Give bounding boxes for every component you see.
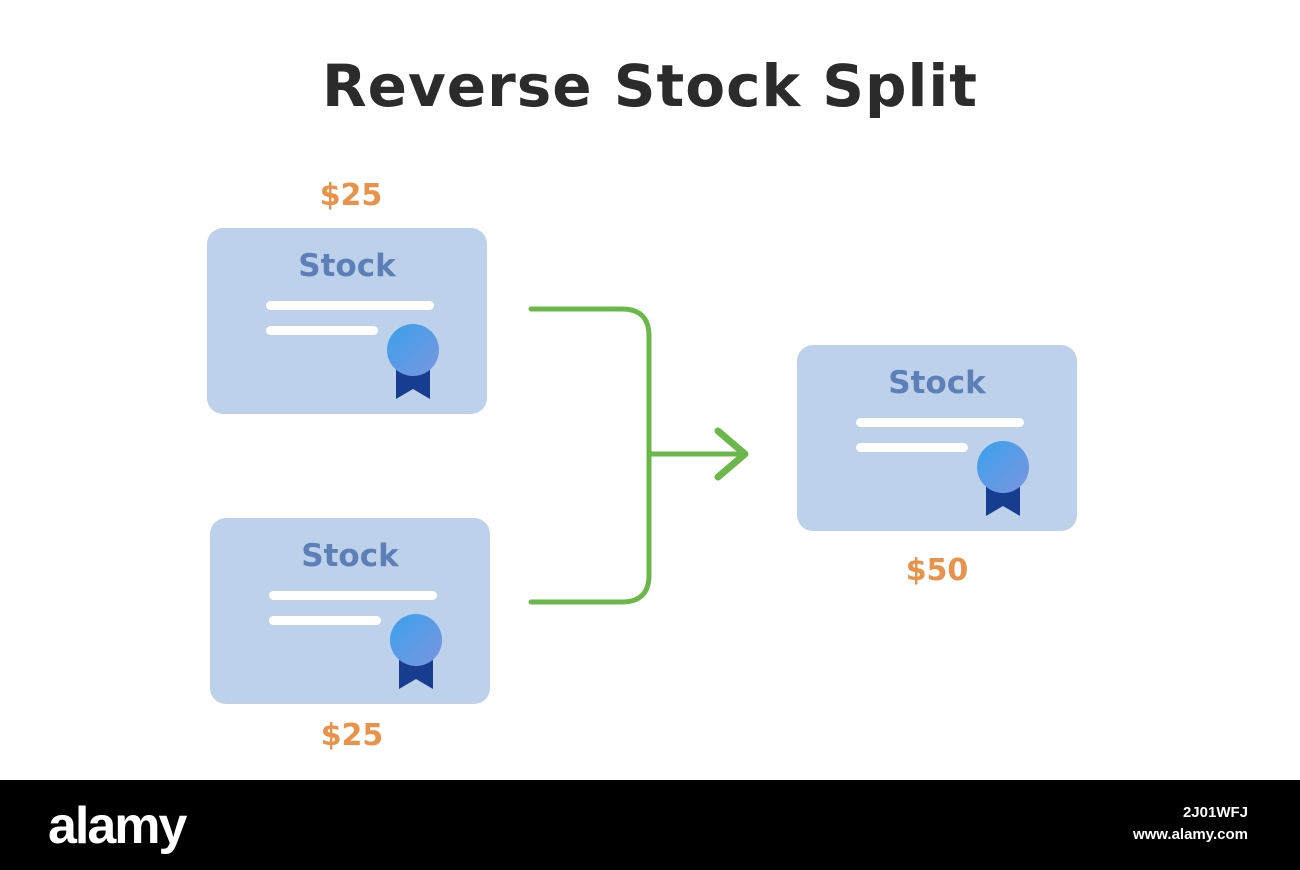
- ribbon-icon: [986, 484, 1020, 516]
- seal-icon: [977, 441, 1029, 516]
- certificate-line: [856, 418, 1024, 427]
- certificate-line: [856, 443, 968, 452]
- seal-icon: [387, 324, 439, 399]
- image-id-block: 2J01WFJ www.alamy.com: [1133, 802, 1248, 846]
- stock-certificate-output: Stock: [797, 345, 1077, 531]
- input-price-1: $25: [319, 178, 383, 213]
- certificate-line: [269, 616, 381, 625]
- certificate-line: [269, 591, 437, 600]
- stock-certificate-input-1: Stock: [207, 228, 487, 414]
- watermark-footer: alamy 2J01WFJ www.alamy.com: [0, 780, 1300, 870]
- output-price: $50: [905, 553, 969, 588]
- alamy-logo: alamy: [48, 797, 187, 855]
- image-id: 2J01WFJ: [1182, 804, 1248, 821]
- stock-certificate-input-2: Stock: [210, 518, 490, 704]
- merge-arrow-icon: [528, 306, 749, 605]
- ribbon-icon: [399, 657, 433, 689]
- input-price-2: $25: [320, 718, 384, 753]
- merge-connector: [528, 306, 652, 605]
- certificate-line: [266, 301, 434, 310]
- certificate-line: [266, 326, 378, 335]
- seal-icon: [390, 614, 442, 689]
- certificate-label: Stock: [888, 365, 986, 401]
- site-url: www.alamy.com: [1132, 826, 1248, 843]
- certificate-label: Stock: [301, 538, 399, 574]
- page-title: Reverse Stock Split: [321, 52, 979, 120]
- arrow-head: [714, 427, 749, 481]
- ribbon-icon: [396, 367, 430, 399]
- certificate-label: Stock: [298, 248, 396, 284]
